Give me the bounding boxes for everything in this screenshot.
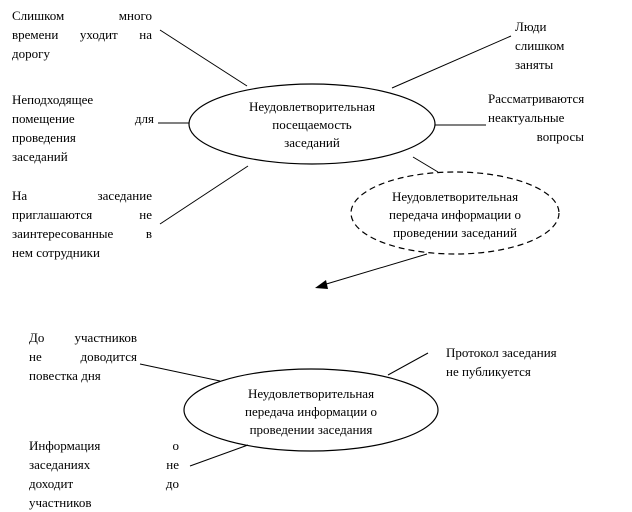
cause-line: повестка дня — [29, 368, 101, 383]
connector-top-travel — [159, 29, 248, 87]
cause-line: Неподходящее — [12, 92, 94, 107]
cause-line: приглашаются не — [12, 207, 152, 222]
connector-top-invited — [159, 165, 249, 225]
connector-top-busy — [391, 35, 512, 89]
connector-top-secondary — [412, 156, 439, 173]
cause-line: вопросы — [536, 129, 584, 144]
cause-line: Люди — [515, 19, 547, 34]
cause-busy: Люди слишком заняты — [515, 17, 595, 74]
cause-line: На заседание — [12, 188, 152, 203]
node-text-line: Неудовлетворительная — [391, 189, 519, 204]
cause-irrelevant: Рассматриваются неактуальные вопросы — [488, 89, 584, 146]
ellipse-top-secondary — [350, 171, 560, 255]
cause-line: До участников — [29, 330, 137, 345]
cause-info: Информация о заседаниях не доходит до уч… — [29, 436, 179, 512]
connector-bottom-agenda — [139, 363, 221, 382]
cause-line: времени уходит на — [12, 27, 152, 42]
node-text-line: передача информации о — [245, 404, 377, 419]
cause-line: помещение для — [12, 111, 154, 126]
arrow-shaft — [322, 253, 428, 286]
cause-line: проведения — [12, 130, 76, 145]
cause-travel-time: Слишком много времени уходит на дорогу — [12, 6, 152, 63]
cause-agenda: До участников не доводится повестка дня — [29, 328, 137, 385]
cause-line: заинтересованные в — [12, 226, 152, 241]
node-top-secondary: Неудовлетворительная передача информации… — [370, 188, 540, 242]
node-text-line: проведении заседания — [249, 422, 373, 437]
cause-invited: На заседание приглашаются не заинтересов… — [12, 186, 152, 262]
node-text-line: заседаний — [284, 135, 340, 150]
cause-line: доходит до — [29, 476, 179, 491]
node-text-line: проведении заседаний — [393, 225, 517, 240]
cause-line: слишком — [515, 38, 565, 53]
cause-protocol: Протокол заседания не публикуется — [446, 343, 596, 381]
node-text-line: Неудовлетворительная — [247, 386, 375, 401]
cause-line: неактуальные — [488, 110, 565, 125]
ellipse-top-center — [188, 83, 436, 165]
cause-line: не публикуется — [446, 364, 531, 379]
cause-line: Информация о — [29, 438, 179, 453]
cause-line: дорогу — [12, 46, 50, 61]
ellipse-bottom-center — [183, 368, 439, 452]
cause-line: не доводится — [29, 349, 137, 364]
node-text-line: Неудовлетворительная — [248, 99, 376, 114]
node-text-line: посещаемость — [272, 117, 352, 132]
arrow-head — [315, 280, 328, 289]
cause-line: Рассматриваются — [488, 91, 585, 106]
connector-bottom-protocol — [387, 352, 429, 376]
cause-line: заседаниях не — [29, 457, 179, 472]
cause-line: Слишком много — [12, 8, 152, 23]
connector-bottom-info — [189, 444, 249, 467]
cause-room: Неподходящее помещение для проведения за… — [12, 90, 154, 166]
node-bottom-center: Неудовлетворительная передача информации… — [211, 385, 411, 439]
cause-line: Протокол заседания — [446, 345, 557, 360]
cause-line: участников — [29, 495, 92, 510]
node-top-center: Неудовлетворительная посещаемость заседа… — [212, 98, 412, 152]
cause-line: заняты — [515, 57, 554, 72]
node-text-line: передача информации о — [389, 207, 521, 222]
cause-line: заседаний — [12, 149, 68, 164]
cause-line: нем сотрудники — [12, 245, 100, 260]
